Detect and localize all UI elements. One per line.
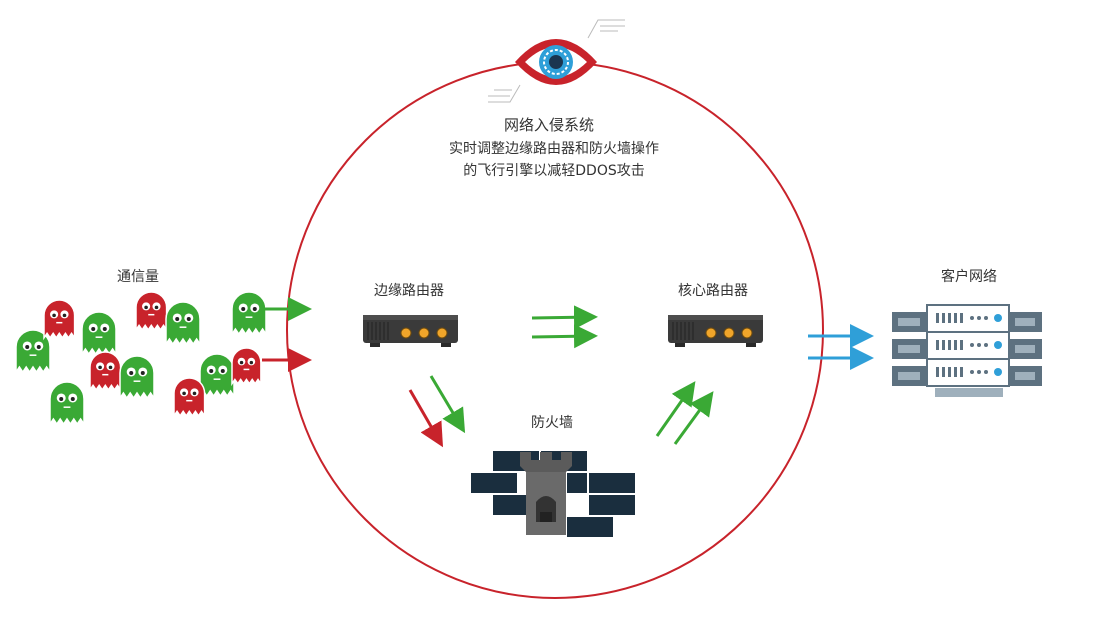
edge-router-label: 边缘路由器 <box>374 283 444 299</box>
ghost-icon <box>199 353 235 399</box>
ghost-icon <box>135 291 168 333</box>
firewall-icon <box>469 449 637 539</box>
ids-description-line-2: 的飞行引擎以减轻DDOS攻击 <box>463 163 645 179</box>
core-router-icon <box>668 315 763 347</box>
firewall-to-core-arrow-2 <box>673 391 714 445</box>
ghost-icon <box>119 355 155 401</box>
ghost-icon <box>173 377 206 419</box>
ghost-icon <box>49 381 85 427</box>
eye-icon <box>488 19 625 103</box>
ghost-icon <box>165 301 201 347</box>
edge-to-core-arrow-1 <box>531 305 598 330</box>
firewall-label: 防火墙 <box>531 415 573 431</box>
ghost-icon <box>43 299 76 341</box>
traffic-label: 通信量 <box>117 269 159 285</box>
ghost-icon <box>231 347 262 387</box>
traffic-ghost-group <box>15 291 267 427</box>
edge-to-firewall-good-arrow <box>429 375 466 434</box>
ghost-icon <box>89 351 122 393</box>
edge-router-icon <box>363 315 458 347</box>
ghost-icon <box>15 329 51 375</box>
ids-description-line-1: 实时调整边缘路由器和防火墙操作 <box>449 141 659 157</box>
ghost-icon <box>231 291 267 337</box>
edge-to-core-arrow-2 <box>531 324 598 349</box>
server-stack-icon <box>892 304 1042 397</box>
firewall-to-core-arrow-1 <box>655 381 696 437</box>
core-router-label: 核心路由器 <box>678 283 748 299</box>
ghost-icon <box>81 311 117 357</box>
edge-to-firewall-bad-arrow <box>408 389 443 448</box>
ids-title: 网络入侵系统 <box>504 116 595 134</box>
customer-network-label: 客户网络 <box>941 269 997 285</box>
